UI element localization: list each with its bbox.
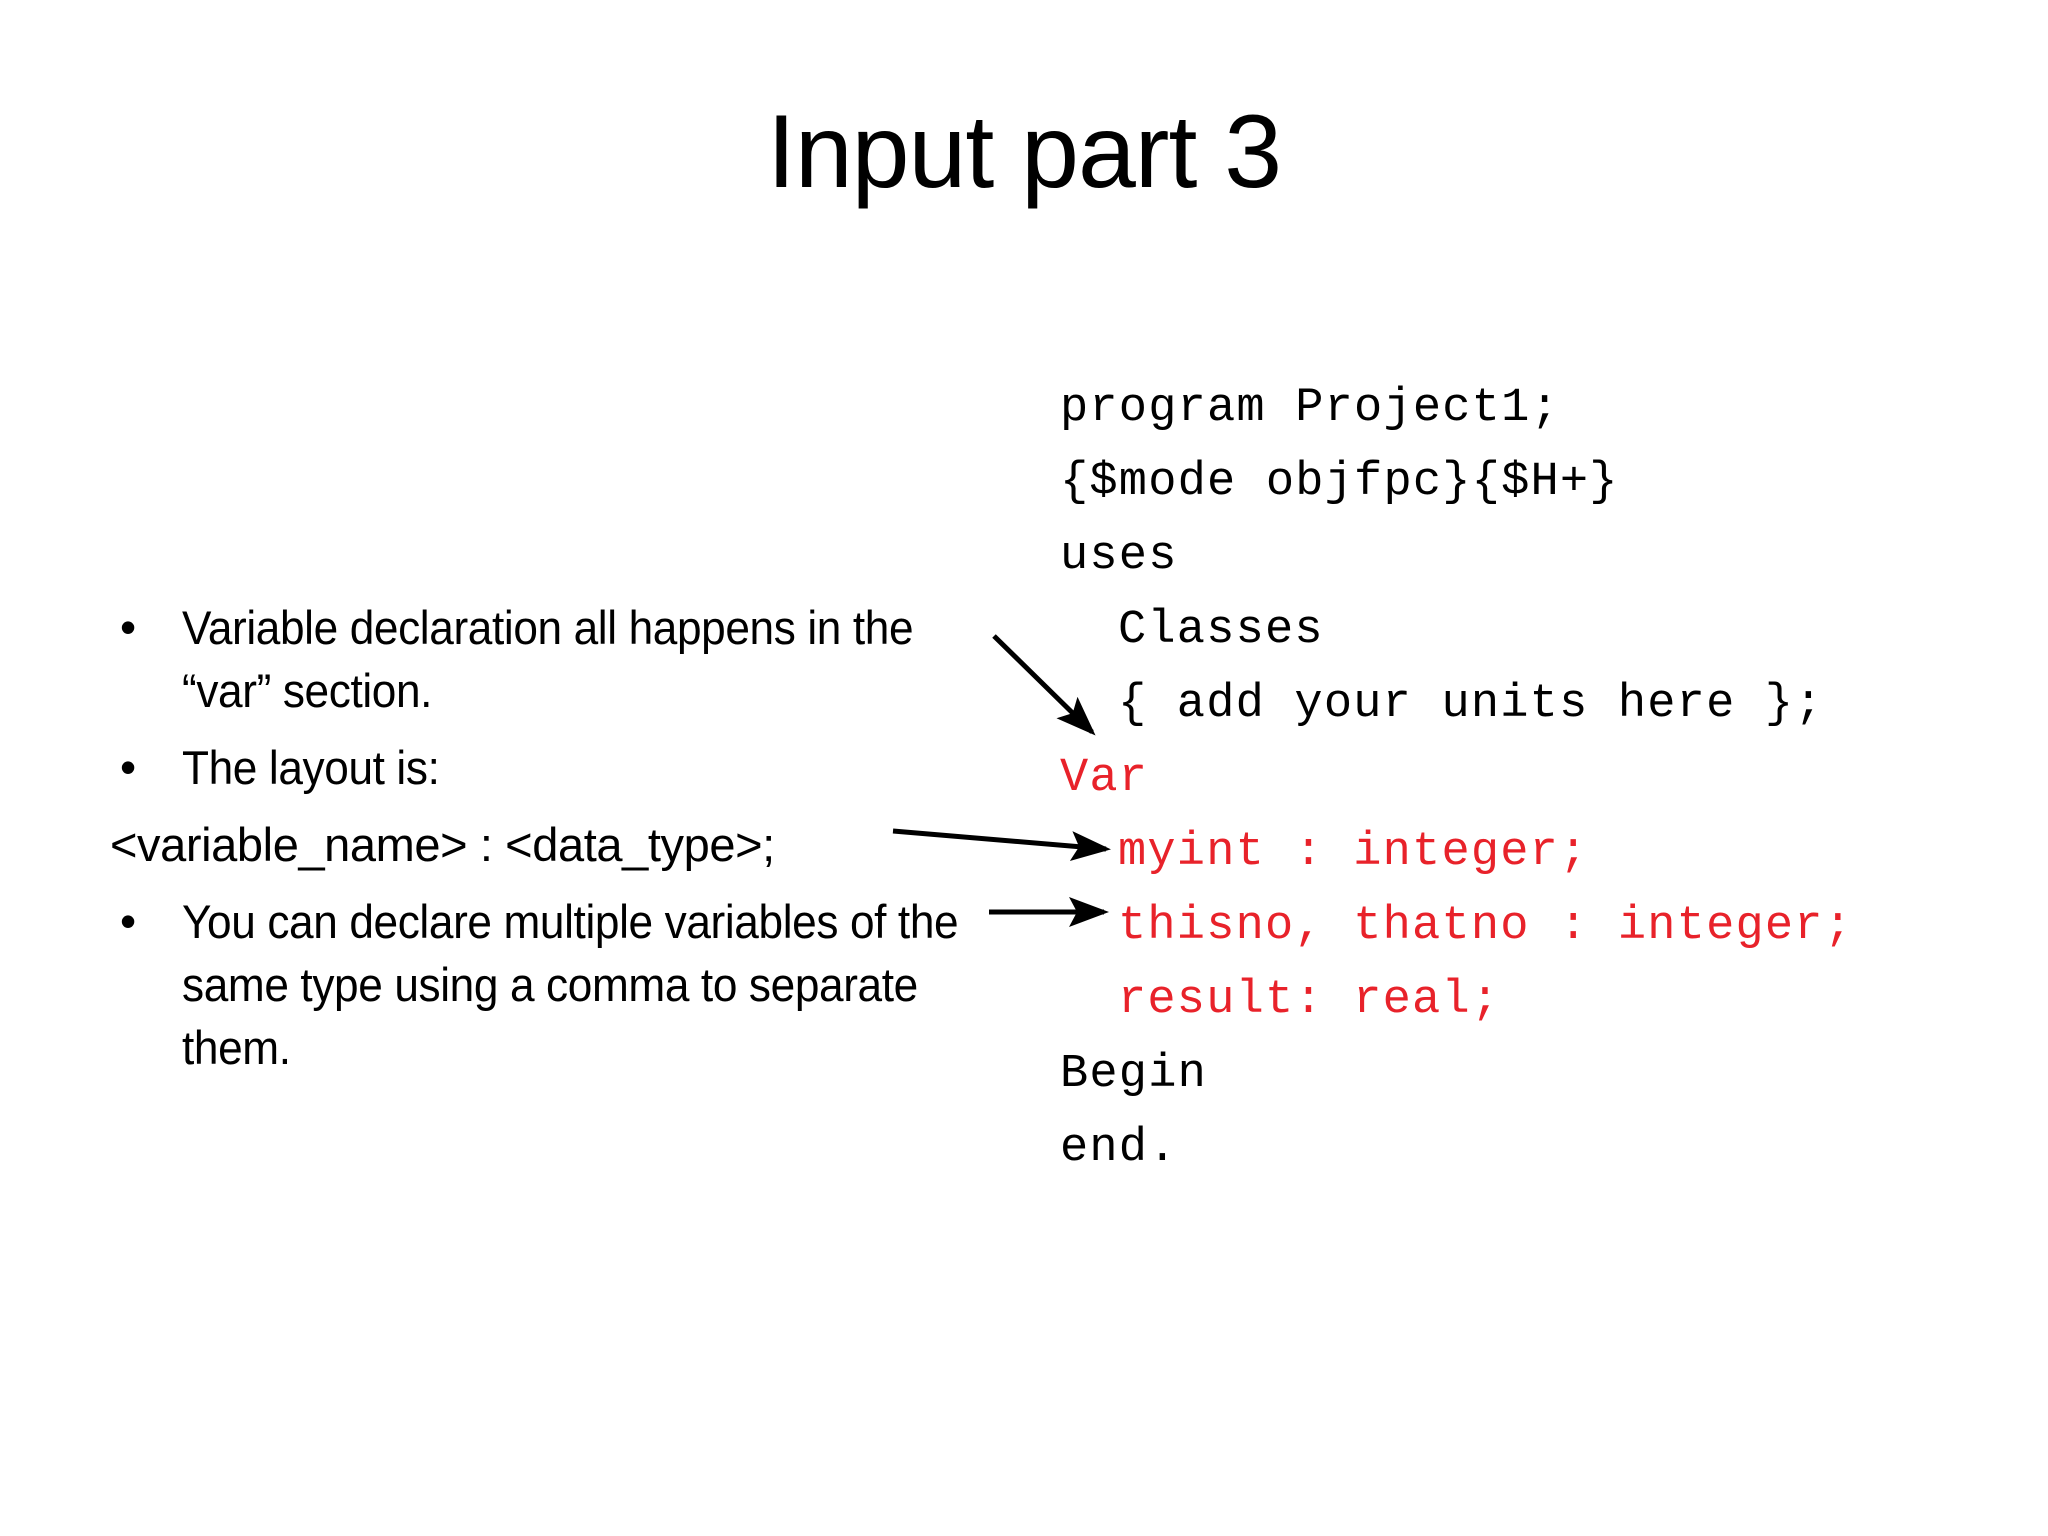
list-item: • Variable declaration all happens in th…	[110, 596, 1010, 722]
code-line: myint : integer;	[1118, 826, 1589, 879]
bullet-list: • Variable declaration all happens in th…	[110, 596, 1010, 1093]
bullet-marker-icon: •	[120, 895, 137, 947]
list-item: • The layout is:	[110, 736, 1010, 799]
list-item-text: Variable declaration all happens in the …	[182, 601, 914, 717]
code-line: uses	[1060, 530, 1178, 583]
list-item-text: You can declare multiple variables of th…	[182, 895, 959, 1074]
list-item: • You can declare multiple variables of …	[110, 890, 1010, 1079]
list-item-text: The layout is:	[182, 741, 440, 794]
code-block: program Project1; {$mode objfpc}{$H+} uses…	[1060, 372, 2000, 1186]
bullet-marker-icon: •	[120, 741, 137, 793]
list-item: <variable_name> : <data_type>;	[110, 813, 1010, 876]
code-line: result: real;	[1118, 974, 1501, 1027]
code-line: Var	[1060, 752, 1149, 805]
bullet-marker-icon: •	[120, 601, 137, 653]
code-line: thisno, thatno : integer;	[1118, 900, 1854, 953]
code-line: { add your units here };	[1118, 678, 1824, 731]
syntax-template-text: <variable_name> : <data_type>;	[110, 818, 775, 871]
page-title: Input part 3	[766, 94, 1282, 210]
code-line: Classes	[1118, 604, 1324, 657]
code-line: program Project1;	[1060, 382, 1560, 435]
code-line: end.	[1060, 1122, 1178, 1175]
code-line: {$mode objfpc}{$H+}	[1060, 456, 1619, 509]
code-line: Begin	[1060, 1048, 1208, 1101]
